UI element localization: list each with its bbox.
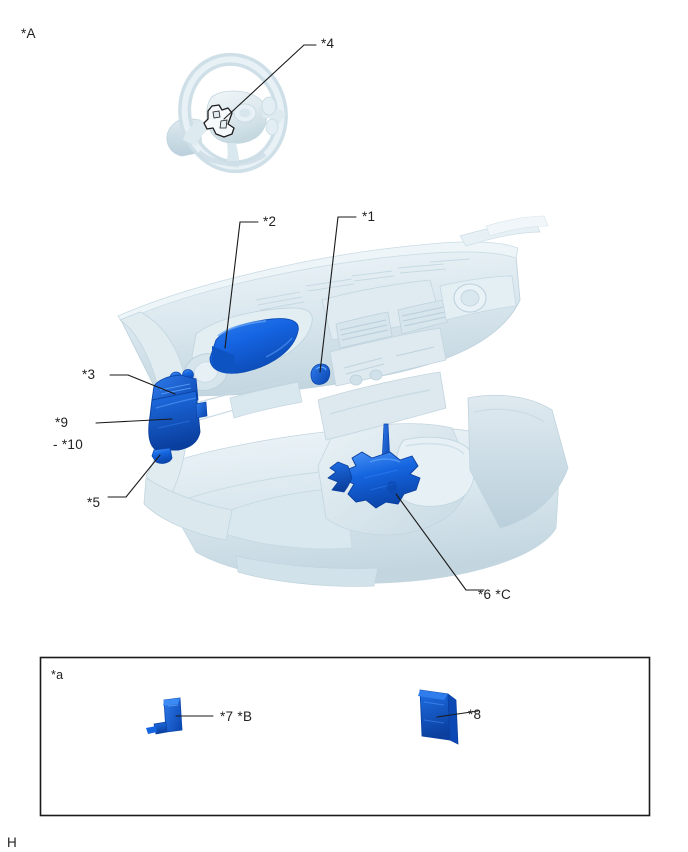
steering-wheel-illustration [166,52,288,174]
callout-1: *1 [362,209,376,224]
inset-leader-lines [175,710,479,718]
detail-inset-box [39,656,651,817]
inset-tag-a: *a [51,668,64,682]
callout-2: *2 [263,214,277,229]
figure-footer-tag: H [7,835,18,850]
part-combination-meter [209,318,299,374]
instrument-panel-illustration [117,215,569,587]
part-bracket-7 [146,697,183,735]
callout-7-b: *7 *B [220,709,253,724]
leader-lines [95,216,485,591]
callout-9: *9 [55,415,69,430]
callout-3: *3 [82,367,96,382]
view-tag-a: *A [21,26,36,41]
callout-10: - *10 [53,437,84,452]
part-ecu-module [148,369,208,464]
callout-4: *4 [321,36,335,51]
part-ecu-plate-8 [418,689,459,745]
callout-5: *5 [87,495,101,510]
callout-8: *8 [468,707,482,722]
callout-6-c: *6 *C [478,587,512,602]
leader-line-4 [223,44,317,120]
part-shift-lever-assembly [327,423,421,509]
part-dash-switch [310,363,331,385]
